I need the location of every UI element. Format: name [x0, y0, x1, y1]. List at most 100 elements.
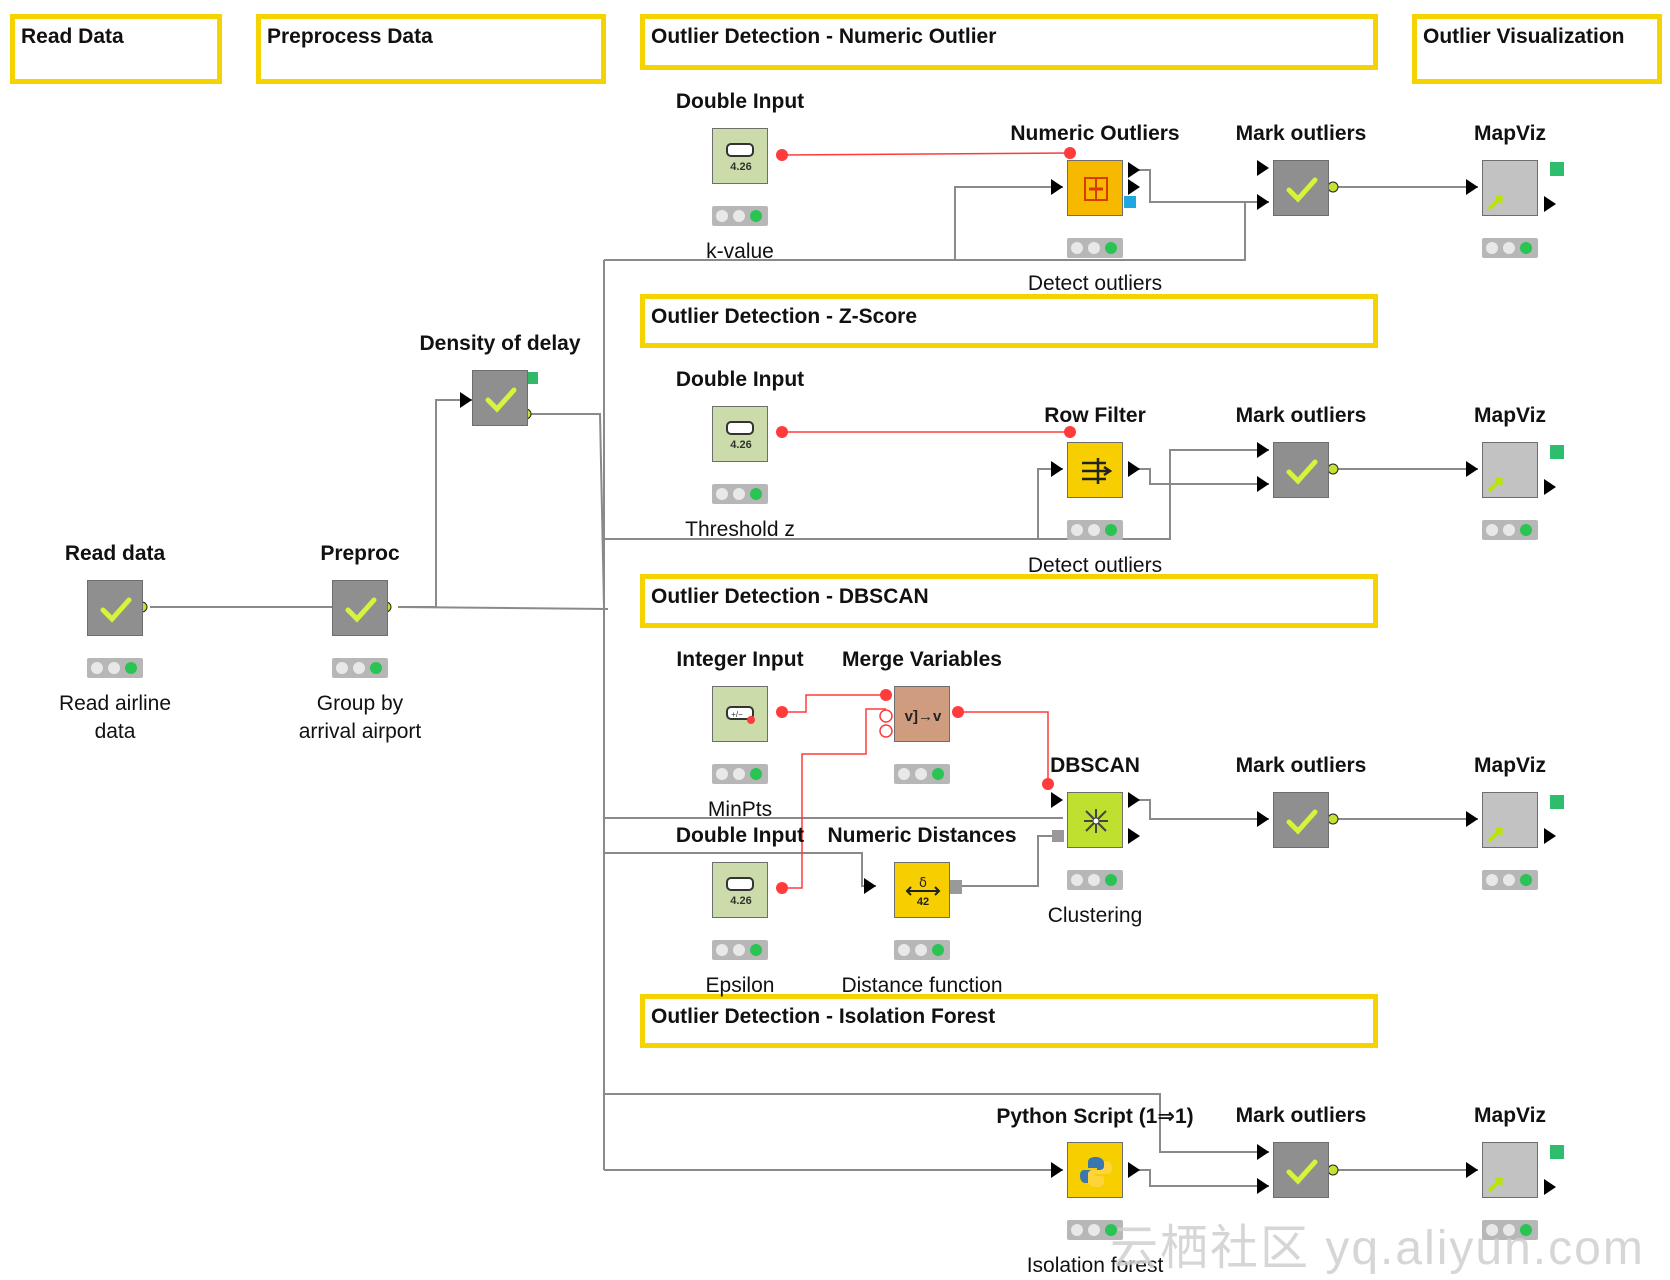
- data-connection[interactable]: [526, 413, 605, 608]
- node-status: [332, 658, 388, 678]
- node-label: k-value: [706, 240, 774, 263]
- variable-connection[interactable]: [782, 694, 886, 713]
- mapviz-icon[interactable]: [1482, 442, 1538, 498]
- variable-port: [952, 706, 964, 718]
- node-title: Mark outliers: [1235, 1104, 1367, 1127]
- numeric-outliers-icon[interactable]: [1067, 160, 1123, 216]
- variable-port: [879, 724, 893, 738]
- variable-port: [776, 882, 788, 894]
- node-status: [1067, 870, 1123, 890]
- double-input-icon[interactable]: 4.26: [712, 406, 768, 462]
- input-port: [1257, 811, 1269, 827]
- annotation-text: Read Data: [21, 25, 124, 48]
- double-input-icon[interactable]: 4.26: [712, 128, 768, 184]
- data-connection[interactable]: [962, 835, 1063, 887]
- node-label: Read airline data: [58, 692, 172, 743]
- mapviz-icon[interactable]: [1482, 160, 1538, 216]
- input-port: [1257, 160, 1269, 176]
- data-connection[interactable]: [1128, 468, 1269, 485]
- node-label: MinPts: [707, 798, 773, 821]
- svg-text:4.26: 4.26: [730, 895, 751, 907]
- annotation-numeric-outlier[interactable]: Outlier Detection - Numeric Outlier: [640, 14, 1378, 70]
- svg-text:+/−: +/−: [731, 710, 743, 719]
- node-title: Read data: [64, 542, 166, 565]
- output-port: [1544, 1179, 1556, 1195]
- data-connection[interactable]: [604, 1093, 1269, 1153]
- data-connection[interactable]: [1128, 799, 1269, 820]
- node-title: Python Script (1⇒1): [996, 1105, 1194, 1128]
- annotation-isolation-forest[interactable]: Outlier Detection - Isolation Forest: [640, 994, 1378, 1048]
- check-icon[interactable]: [1273, 1142, 1329, 1198]
- mapviz-icon[interactable]: [1482, 1142, 1538, 1198]
- node-title: Merge Variables: [842, 648, 1002, 671]
- watermark: 云栖社区 yq.aliyun.com: [1110, 1222, 1645, 1275]
- view-port: [1550, 445, 1564, 459]
- variable-connection[interactable]: [781, 152, 1071, 156]
- node-label: Group by arrival airport: [298, 692, 422, 743]
- input-port: [1257, 442, 1269, 458]
- data-connection[interactable]: [1128, 1169, 1269, 1187]
- node-label: Epsilon: [705, 974, 775, 997]
- input-port: [1257, 1144, 1269, 1160]
- input-port: [1466, 1162, 1478, 1178]
- variable-port: [776, 706, 788, 718]
- output-port: [1128, 461, 1140, 477]
- annotation-text: Outlier Detection - DBSCAN: [651, 585, 929, 608]
- double-input-icon[interactable]: 4.26: [712, 862, 768, 918]
- mapviz-icon[interactable]: [1482, 792, 1538, 848]
- row-filter-icon[interactable]: [1067, 442, 1123, 498]
- annotation-read-data[interactable]: Read Data: [10, 14, 222, 84]
- output-port: [1128, 162, 1140, 178]
- svg-text:42: 42: [917, 896, 929, 908]
- view-port: [526, 372, 538, 384]
- check-icon[interactable]: [332, 580, 388, 636]
- variable-connection[interactable]: [782, 708, 886, 889]
- data-connection[interactable]: [397, 606, 609, 610]
- dbscan-icon[interactable]: [1067, 792, 1123, 848]
- integer-input-icon[interactable]: +/−: [712, 686, 768, 742]
- annotation-preprocess-data[interactable]: Preprocess Data: [256, 14, 606, 84]
- node-title: MapViz: [1474, 122, 1546, 145]
- node-title: Double Input: [675, 90, 805, 113]
- annotation-text: Outlier Visualization: [1423, 25, 1625, 48]
- data-connection[interactable]: [1128, 169, 1269, 203]
- view-port: [1550, 795, 1564, 809]
- check-icon[interactable]: [1273, 160, 1329, 216]
- node-status: [712, 940, 768, 960]
- node-status: [1482, 870, 1538, 890]
- input-port: [1466, 179, 1478, 195]
- node-title: Mark outliers: [1235, 404, 1367, 427]
- check-icon[interactable]: [1273, 792, 1329, 848]
- check-icon[interactable]: [472, 370, 528, 426]
- annotation-outlier-visualization[interactable]: Outlier Visualization: [1412, 14, 1662, 84]
- variable-port: [879, 709, 893, 723]
- input-port: [1257, 1178, 1269, 1194]
- node-label: Detect outliers: [1027, 554, 1163, 577]
- node-title: MapViz: [1474, 404, 1546, 427]
- check-icon[interactable]: [1273, 442, 1329, 498]
- node-title: Double Input: [675, 368, 805, 391]
- output-port: [1544, 196, 1556, 212]
- check-icon[interactable]: [87, 580, 143, 636]
- data-connection[interactable]: [604, 449, 1269, 540]
- variable-connection[interactable]: [958, 711, 1049, 784]
- input-port: [1257, 194, 1269, 210]
- output-port: [1544, 479, 1556, 495]
- view-port: [1550, 1145, 1564, 1159]
- annotation-text: Outlier Detection - Numeric Outlier: [651, 25, 997, 48]
- merge-variables-icon[interactable]: v]→v: [894, 686, 950, 742]
- annotation-dbscan[interactable]: Outlier Detection - DBSCAN: [640, 574, 1378, 628]
- input-port: [1466, 811, 1478, 827]
- python-icon[interactable]: [1067, 1142, 1123, 1198]
- node-title: Preproc: [320, 542, 400, 565]
- node-title: Numeric Outliers: [1010, 122, 1180, 145]
- node-title: Mark outliers: [1235, 754, 1367, 777]
- variable-port: [776, 149, 788, 161]
- data-connection[interactable]: [398, 399, 472, 608]
- node-status: [894, 940, 950, 960]
- annotation-z-score[interactable]: Outlier Detection - Z-Score: [640, 294, 1378, 348]
- input-port: [460, 392, 472, 408]
